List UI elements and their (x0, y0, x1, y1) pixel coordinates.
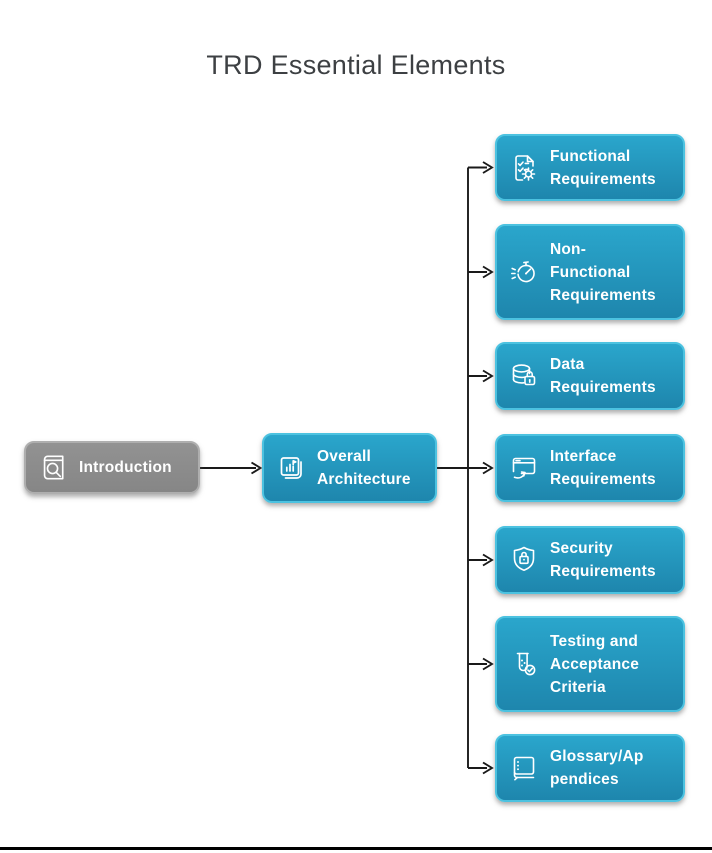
shield-lock-icon (506, 543, 542, 577)
stacked-documents-icon (273, 451, 309, 485)
stopwatch-icon (506, 255, 542, 289)
node-label: Glossary/Ap pendices (550, 748, 644, 788)
book-search-icon (35, 451, 71, 484)
node-glossary-appendices: Glossary/Ap pendices (495, 734, 685, 802)
node-label: Data Requirements (550, 356, 656, 396)
browser-export-icon (506, 451, 542, 485)
diagram-title: TRD Essential Elements (206, 50, 506, 80)
node-label: Security Requirements (550, 540, 656, 580)
node-functional-requirements: Functional Requirements (495, 134, 685, 201)
glossary-book-icon (506, 751, 542, 785)
node-label: Functional Requirements (550, 147, 656, 188)
node-data-requirements: Data Requirements (495, 342, 685, 410)
node-label: Interface Requirements (550, 448, 656, 488)
node-introduction: Introduction (24, 441, 200, 494)
node-non-functional-requirements: Non- Functional Requirements (495, 224, 685, 320)
test-tube-check-icon (506, 647, 542, 681)
node-testing-acceptance-criteria: Testing and Acceptance Criteria (495, 616, 685, 712)
database-lock-icon (506, 359, 542, 393)
node-label: Testing and Acceptance Criteria (550, 632, 640, 696)
node-label: Non- Functional Requirements (550, 240, 656, 304)
node-label: Introduction (79, 459, 172, 476)
node-overall-architecture: Overall Architecture (262, 433, 437, 503)
bottom-border-line (0, 847, 712, 850)
checklist-gear-icon (506, 151, 542, 185)
node-security-requirements: Security Requirements (495, 526, 685, 594)
node-interface-requirements: Interface Requirements (495, 434, 685, 502)
node-label: Overall Architecture (317, 448, 411, 488)
